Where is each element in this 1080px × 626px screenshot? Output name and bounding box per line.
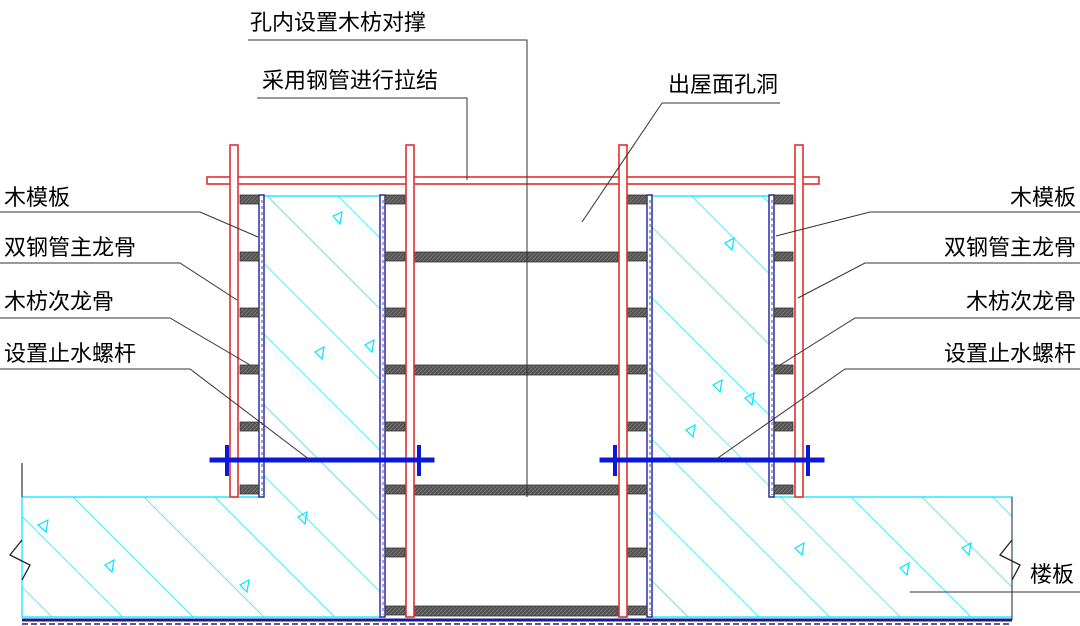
label-left-waterstop-bolt: 设置止水螺杆	[4, 342, 136, 367]
label-floor-slab: 楼板	[1030, 563, 1074, 588]
label-right-waterstop-bolt: 设置止水螺杆	[944, 342, 1076, 367]
vertical-pipe	[405, 144, 415, 618]
horizontal-tie-pipe	[206, 176, 820, 185]
waterstop-bolts	[209, 445, 825, 476]
label-left-double-pipe: 双钢管主龙骨	[4, 236, 136, 261]
vertical-pipe	[229, 144, 239, 498]
concrete-structure	[8, 195, 1021, 625]
label-right-double-pipe: 双钢管主龙骨	[944, 236, 1076, 261]
label-roof-opening: 出屋面孔洞	[668, 73, 778, 98]
label-right-formwork: 木模板	[1010, 186, 1076, 211]
label-left-timber-secondary: 木枋次龙骨	[4, 290, 114, 315]
label-right-timber-secondary: 木枋次龙骨	[966, 290, 1076, 315]
vertical-pipe	[618, 144, 628, 618]
formwork-panels	[258, 194, 775, 618]
vertical-pipe	[794, 144, 804, 498]
timber-battens	[239, 194, 794, 616]
timber-struts	[413, 251, 619, 617]
break-symbol-left	[8, 539, 31, 581]
annotation-labels: 孔内设置木枋对撑 采用钢管进行拉结 出屋面孔洞 木模板 双钢管主龙骨 木枋次龙骨…	[4, 11, 1076, 588]
formwork-panel	[258, 194, 265, 498]
break-symbol-right	[998, 539, 1021, 581]
formwork-panel	[646, 194, 653, 618]
formwork-panel	[379, 194, 386, 618]
timber-strut	[413, 484, 619, 496]
label-left-formwork: 木模板	[4, 186, 70, 211]
timber-strut	[413, 364, 619, 376]
formwork-panel	[768, 194, 775, 498]
label-top-brace: 孔内设置木枋对撑	[250, 11, 426, 36]
steel-pipes	[206, 144, 820, 618]
leader-lines	[0, 39, 1080, 593]
timber-strut	[413, 251, 619, 263]
timber-strut	[413, 605, 619, 617]
label-steel-tie: 采用钢管进行拉结	[262, 69, 438, 94]
